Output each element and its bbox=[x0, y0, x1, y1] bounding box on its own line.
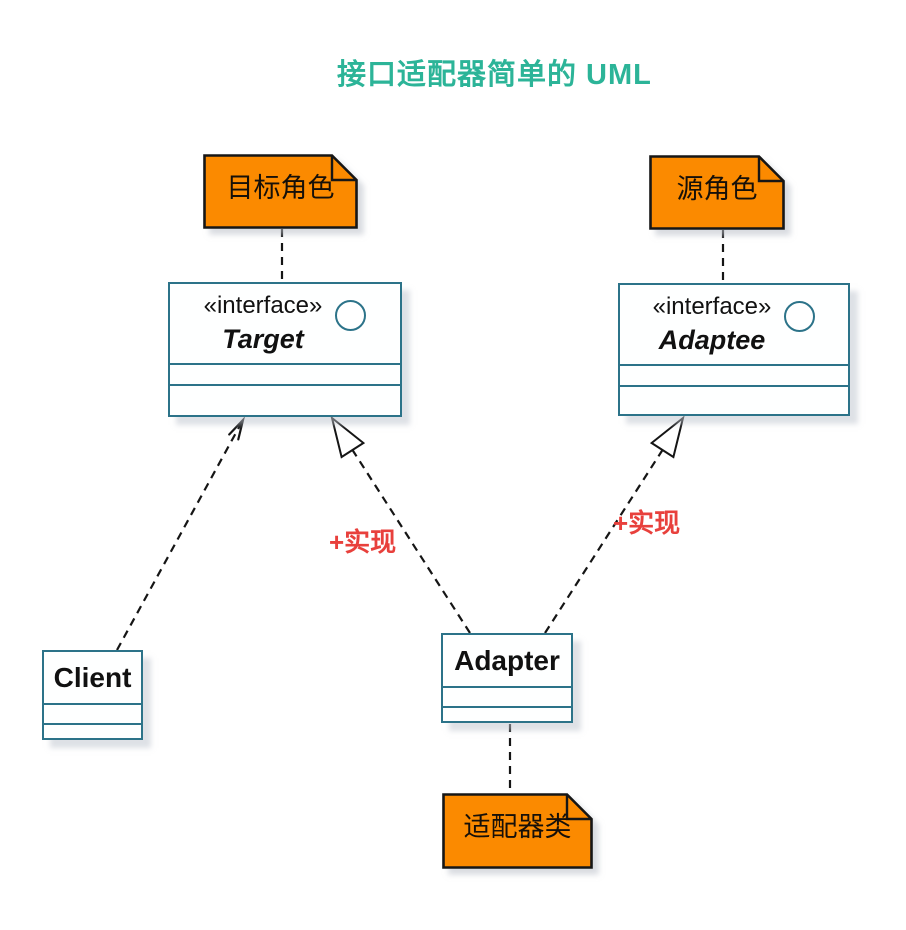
class-name: Adapter bbox=[454, 644, 560, 676]
stereotype-label: «interface» bbox=[652, 292, 772, 320]
hollow-triangle-arrowhead-icon bbox=[649, 415, 685, 459]
interface-name: Adaptee bbox=[658, 324, 766, 355]
interface-circle-icon bbox=[784, 301, 816, 332]
folded-corner-icon bbox=[330, 155, 357, 182]
folded-corner-icon bbox=[565, 794, 592, 821]
note-shape bbox=[442, 793, 593, 869]
hollow-triangle-arrowhead-icon bbox=[330, 415, 366, 459]
open-arrowhead-icon bbox=[228, 416, 246, 441]
methods-compartment bbox=[170, 384, 400, 415]
interface-target-box: «interface» Target bbox=[168, 282, 402, 417]
note-adapter-class: 适配器类 bbox=[442, 793, 593, 869]
diagram-title: 接口适配器简单的 UML bbox=[337, 59, 652, 91]
class-header: Client bbox=[44, 652, 141, 703]
class-header: Adapter bbox=[443, 635, 571, 686]
class-client-box: Client bbox=[42, 650, 143, 740]
interface-circle-icon bbox=[335, 300, 367, 331]
fields-compartment bbox=[44, 703, 141, 723]
fields-compartment bbox=[620, 364, 848, 385]
interface-adaptee-box: «interface» Adaptee bbox=[618, 283, 850, 416]
edge-adapter-to-adaptee bbox=[544, 449, 664, 634]
class-adapter-box: Adapter bbox=[441, 633, 573, 723]
class-name: Client bbox=[53, 661, 132, 693]
edge-label-realize-target: +实现 bbox=[329, 527, 397, 557]
interface-header: «interface» Target bbox=[170, 284, 400, 363]
interface-header: «interface» Adaptee bbox=[620, 285, 848, 364]
note-shape bbox=[203, 154, 358, 229]
stereotype-label: «interface» bbox=[203, 291, 323, 319]
note-label: 适配器类 bbox=[463, 812, 572, 842]
note-source-role: 源角色 bbox=[649, 155, 785, 230]
note-label: 目标角色 bbox=[226, 172, 335, 203]
note-label: 源角色 bbox=[676, 173, 758, 204]
fields-compartment bbox=[443, 686, 571, 706]
note-shape bbox=[649, 155, 785, 230]
edge-client-to-target bbox=[116, 419, 244, 651]
edge-label-realize-adaptee: +实现 bbox=[613, 508, 681, 538]
methods-compartment bbox=[443, 706, 571, 721]
interface-name: Target bbox=[222, 323, 304, 354]
note-target-role: 目标角色 bbox=[203, 154, 358, 229]
methods-compartment bbox=[620, 385, 848, 414]
fields-compartment bbox=[170, 363, 400, 384]
methods-compartment bbox=[44, 723, 141, 738]
folded-corner-icon bbox=[757, 156, 784, 183]
